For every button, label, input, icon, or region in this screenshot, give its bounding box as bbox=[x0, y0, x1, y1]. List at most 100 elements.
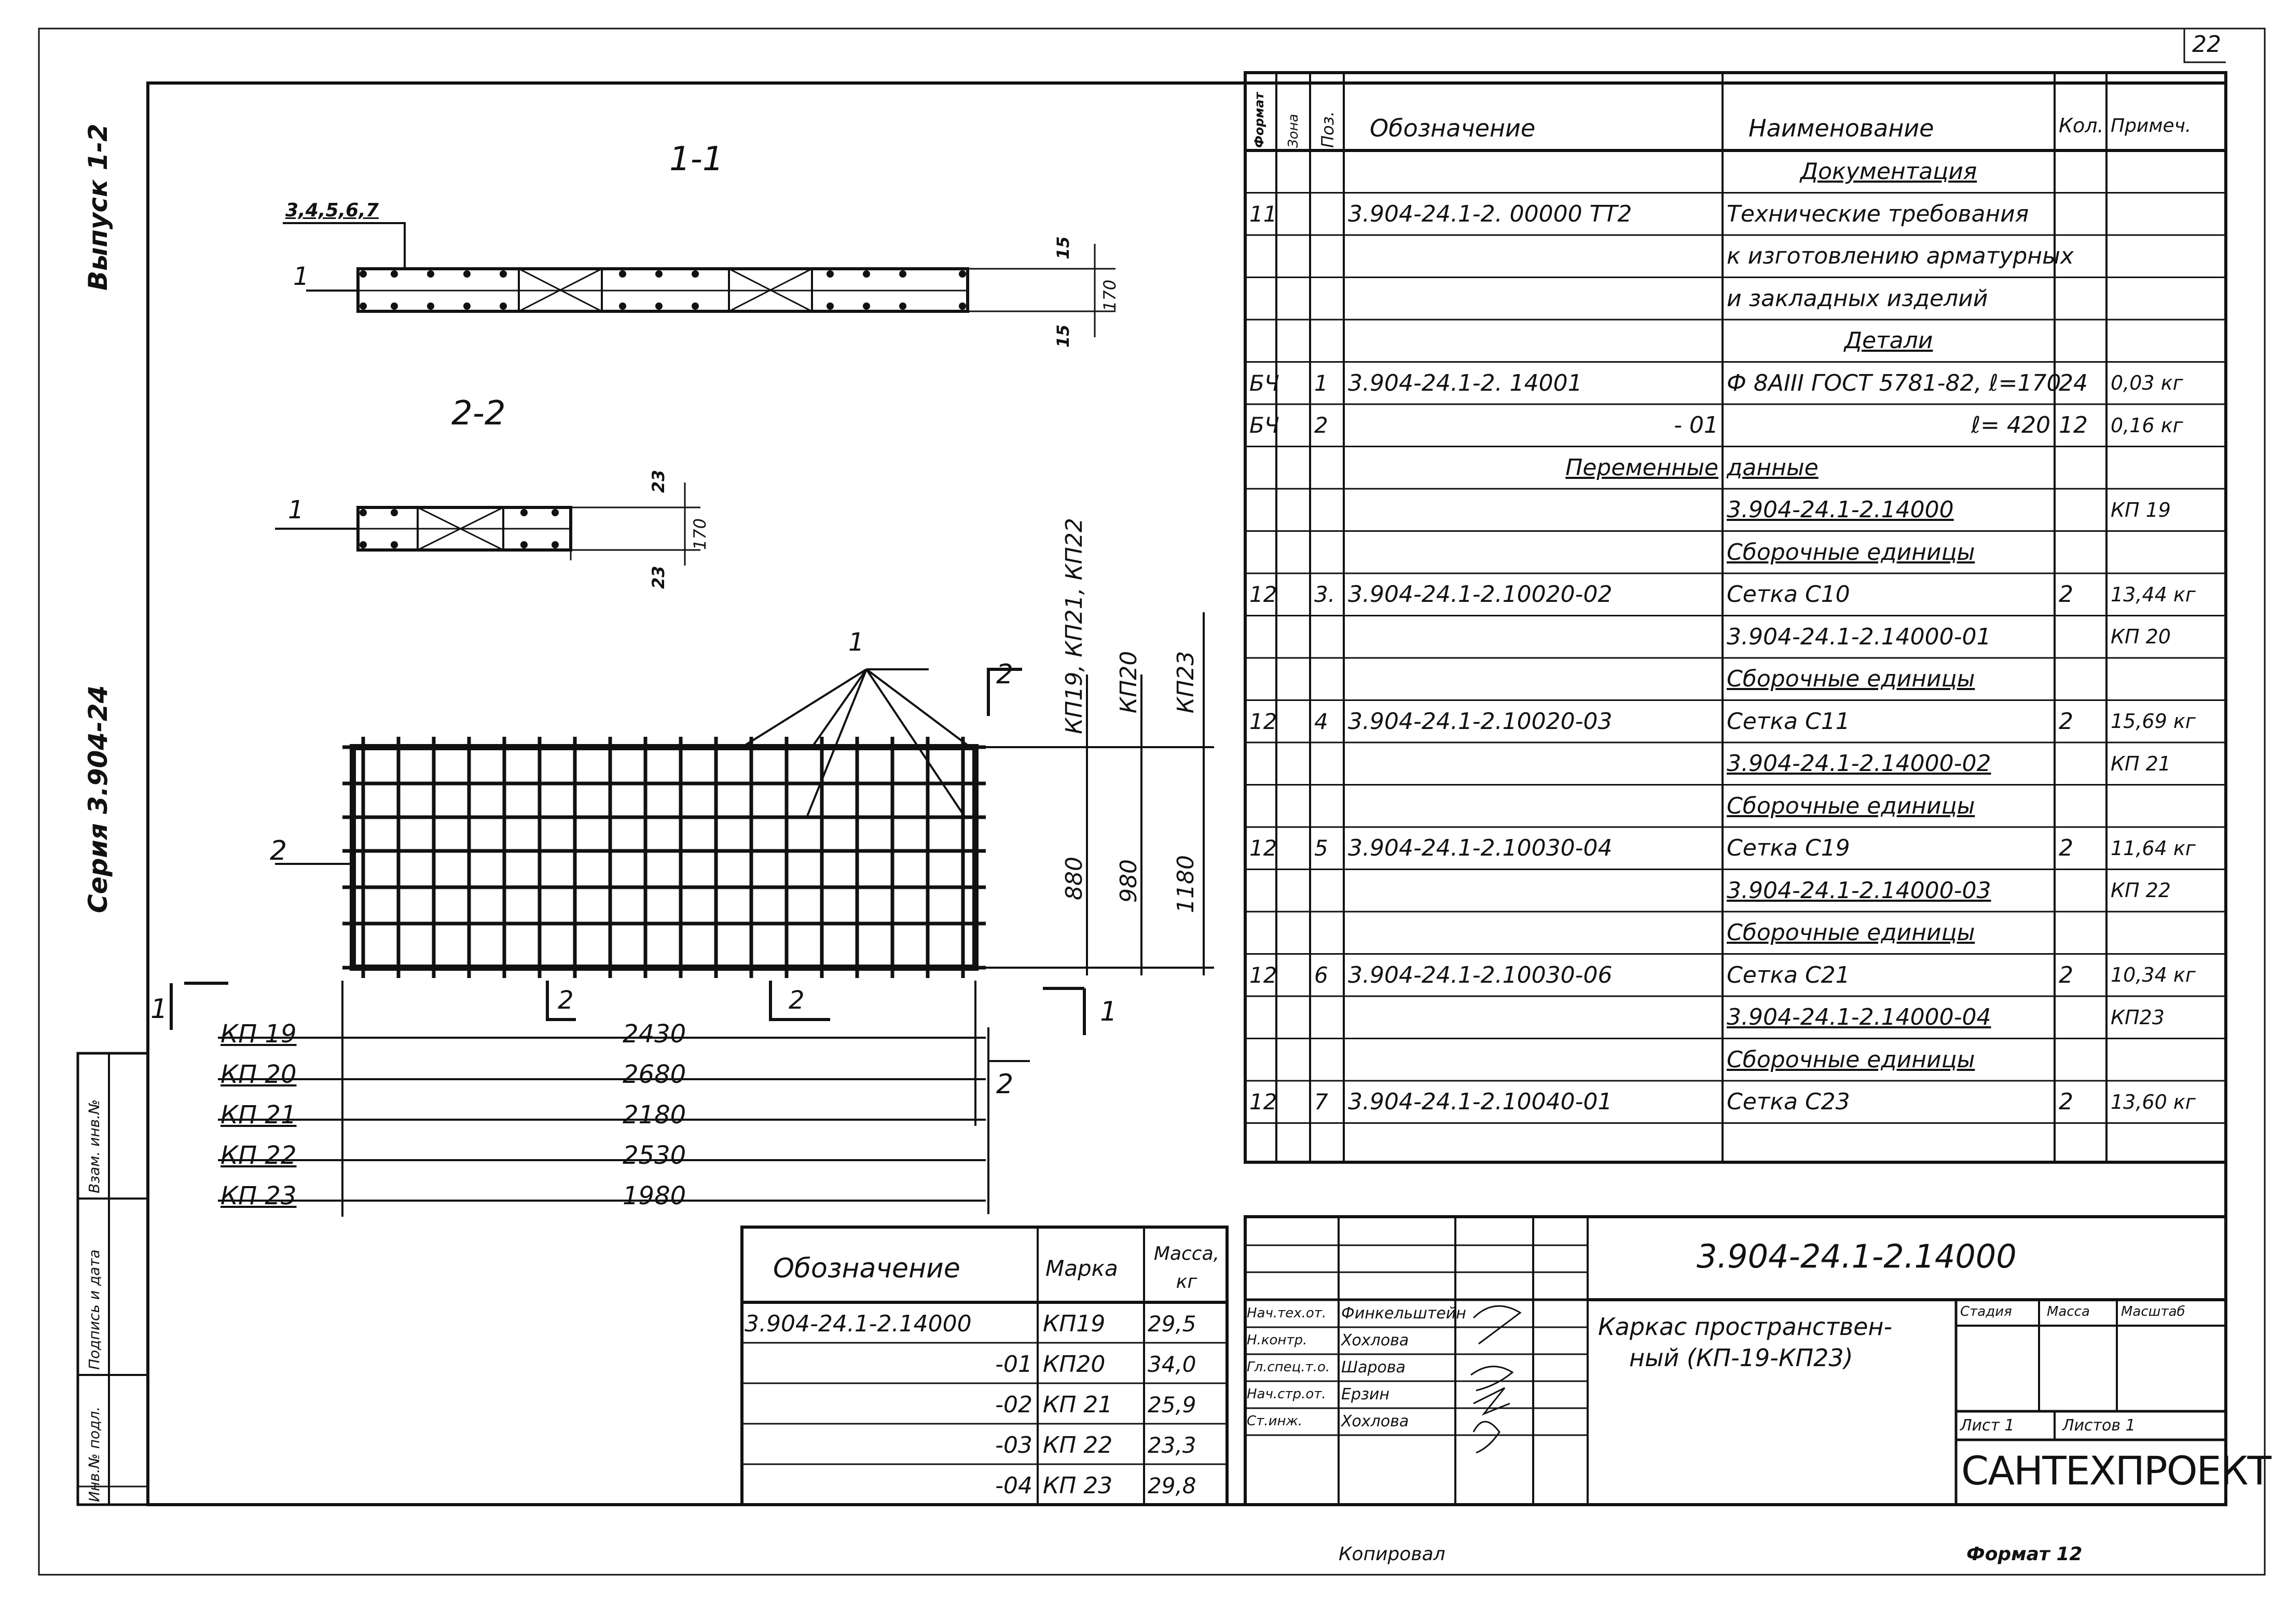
spec-cell-pos bbox=[1314, 193, 1340, 236]
signature-role: Ст.инж. bbox=[1247, 1413, 1303, 1429]
spec-cell-note: 15,69 кг bbox=[2111, 710, 2196, 733]
spec-cell-zone bbox=[1280, 870, 1306, 912]
spec-cell-zone bbox=[1280, 573, 1306, 616]
spec-cell-name: 3.904-24.1-2.14000-02 bbox=[1727, 750, 1991, 777]
spec-cell-qty: 2 bbox=[2059, 581, 2073, 608]
spec-cell-format: 12 bbox=[1249, 708, 1277, 734]
sheets-label: Листов 1 bbox=[2062, 1416, 2136, 1435]
spec-cell-designation: 3.904-24.1-2.10030-06 bbox=[1348, 961, 1613, 988]
spec-cell-note: 0,16 кг bbox=[2111, 414, 2183, 437]
spec-cell-format bbox=[1249, 616, 1272, 658]
spec-cell-name: Сетка С10 bbox=[1727, 581, 1850, 608]
section-1-1-mark: 1 bbox=[293, 262, 309, 291]
spec-cell-name: 3.904-24.1-2.14000 bbox=[1727, 497, 1954, 524]
mass-h-mark: Марка bbox=[1045, 1256, 1118, 1281]
mass-cell-designation: 3.904-24.1-2.14000 bbox=[745, 1310, 972, 1337]
spec-cell-pos: 3. bbox=[1314, 582, 1335, 608]
spec-cell-name: 3.904-24.1-2.14000-03 bbox=[1727, 877, 1991, 904]
title-block-grid bbox=[1244, 1215, 2227, 1506]
spec-cell-format bbox=[1249, 996, 1272, 1039]
spec-cell-qty bbox=[2059, 912, 2102, 954]
spec-cell-name: ℓ= 420 bbox=[1971, 412, 2050, 439]
spec-cell-name: 3.904-24.1-2.14000-04 bbox=[1727, 1004, 1991, 1031]
spec-cell-note: 13,44 кг bbox=[2111, 583, 2196, 606]
mass-cell-designation: -01 bbox=[995, 1351, 1032, 1378]
signature-name: Финкельштейн bbox=[1341, 1304, 1466, 1323]
spec-cell-zone bbox=[1280, 1081, 1306, 1123]
spec-cell-zone bbox=[1280, 531, 1306, 574]
cut-mark-2d: 2 bbox=[789, 986, 805, 1015]
spec-cell-name: 3.904-24.1-2.14000-01 bbox=[1727, 623, 1991, 650]
spec-cell-format: 12 bbox=[1249, 962, 1277, 988]
spec-cell-zone bbox=[1280, 785, 1306, 828]
spec-cell-format bbox=[1249, 912, 1272, 954]
spec-cell-note: 13,60 кг bbox=[2111, 1090, 2196, 1113]
section-2-2-mark: 1 bbox=[288, 496, 304, 525]
stamp-signature-label: Подпись и дата bbox=[86, 1249, 103, 1370]
spec-cell-qty: 2 bbox=[2059, 835, 2073, 862]
signature-role: Нач.тех.от. bbox=[1247, 1305, 1327, 1321]
spec-cell-name: Сетка С21 bbox=[1727, 961, 1850, 988]
spec-cell-qty bbox=[2059, 150, 2102, 193]
spec-cell-note: 0,03 кг bbox=[2111, 371, 2183, 395]
spec-cell-format bbox=[1249, 531, 1272, 574]
spec-cell-zone bbox=[1280, 489, 1306, 531]
mass-cell-mass: 23,3 bbox=[1148, 1432, 1196, 1458]
spec-cell-name: Сборочные единицы bbox=[1727, 539, 1975, 566]
title-line2: ный (КП-19-КП23) bbox=[1629, 1344, 1853, 1372]
seriya-label: Серия 3.904-24 bbox=[83, 685, 113, 913]
spec-cell-format: 12 bbox=[1249, 582, 1277, 608]
dim-880: 880 bbox=[1061, 857, 1087, 900]
spec-cell-pos bbox=[1314, 235, 1340, 278]
spec-cell-pos bbox=[1314, 912, 1340, 954]
length-value: 1980 bbox=[623, 1181, 686, 1210]
signature-name: Шарова bbox=[1341, 1358, 1406, 1377]
sheet-label: Лист 1 bbox=[1960, 1416, 2015, 1435]
mass-cell-mark: КП 23 bbox=[1043, 1472, 1113, 1499]
spec-cell-format bbox=[1249, 1123, 1272, 1166]
spec-cell-name: Ф 8АIII ГОСТ 5781-82, ℓ=170 bbox=[1727, 369, 2061, 396]
spec-cell-designation: 3.904-24.1-2.10020-03 bbox=[1348, 708, 1613, 735]
signature-name: Хохлова bbox=[1341, 1412, 1409, 1430]
signature-name: Хохлова bbox=[1341, 1331, 1409, 1350]
stage-label: Стадия bbox=[1960, 1304, 2012, 1319]
spec-cell-qty bbox=[2059, 193, 2102, 236]
spec-cell-name: Сборочные единицы bbox=[1727, 792, 1975, 819]
spec-cell-format: БЧ bbox=[1249, 370, 1279, 396]
dim-15a: 15 bbox=[1053, 236, 1073, 259]
spec-cell-designation bbox=[1348, 658, 1718, 700]
spec-cell-format bbox=[1249, 278, 1272, 320]
mass-cell-mark: КП20 bbox=[1043, 1351, 1106, 1378]
spec-cell-zone bbox=[1280, 700, 1306, 743]
length-mark: КП 21 bbox=[221, 1100, 297, 1130]
spec-cell-note bbox=[2111, 531, 2222, 574]
spec-cell-note: 10,34 кг bbox=[2111, 964, 2196, 987]
spec-cell-zone bbox=[1280, 742, 1306, 785]
spec-cell-zone bbox=[1280, 954, 1306, 997]
spec-h-pos: Поз. bbox=[1318, 111, 1338, 148]
spec-cell-qty bbox=[2059, 531, 2102, 574]
spec-cell-designation: 3.904-24.1-2.10040-01 bbox=[1348, 1089, 1613, 1116]
spec-cell-pos bbox=[1314, 278, 1340, 320]
section-1-1-dots bbox=[360, 270, 966, 310]
spec-cell-note: КП23 bbox=[2111, 1006, 2165, 1029]
spec-cell-note: 11,64 кг bbox=[2111, 836, 2196, 860]
mass-h-mass: Масса, кг bbox=[1153, 1243, 1220, 1292]
spec-h-format: Формат bbox=[1252, 92, 1266, 148]
spec-cell-qty: 2 bbox=[2059, 708, 2073, 735]
mark-kp20: КП20 bbox=[1116, 651, 1142, 713]
section-1-1-title: 1-1 bbox=[669, 140, 724, 178]
signature-role: Гл.спец.т.о. bbox=[1247, 1359, 1330, 1375]
spec-cell-qty bbox=[2059, 870, 2102, 912]
section-2-2-drawing bbox=[275, 483, 700, 566]
spec-cell-note bbox=[2111, 658, 2222, 700]
spec-cell-name: Сборочные единицы bbox=[1727, 1046, 1975, 1073]
mass-cell-designation: -03 bbox=[995, 1432, 1032, 1458]
spec-cell-format bbox=[1249, 870, 1272, 912]
spec-cell-designation bbox=[1348, 912, 1718, 954]
spec-cell-zone bbox=[1280, 235, 1306, 278]
leaders bbox=[275, 668, 971, 865]
spec-cell-format bbox=[1249, 1039, 1272, 1081]
spec-cell-zone bbox=[1280, 447, 1306, 489]
